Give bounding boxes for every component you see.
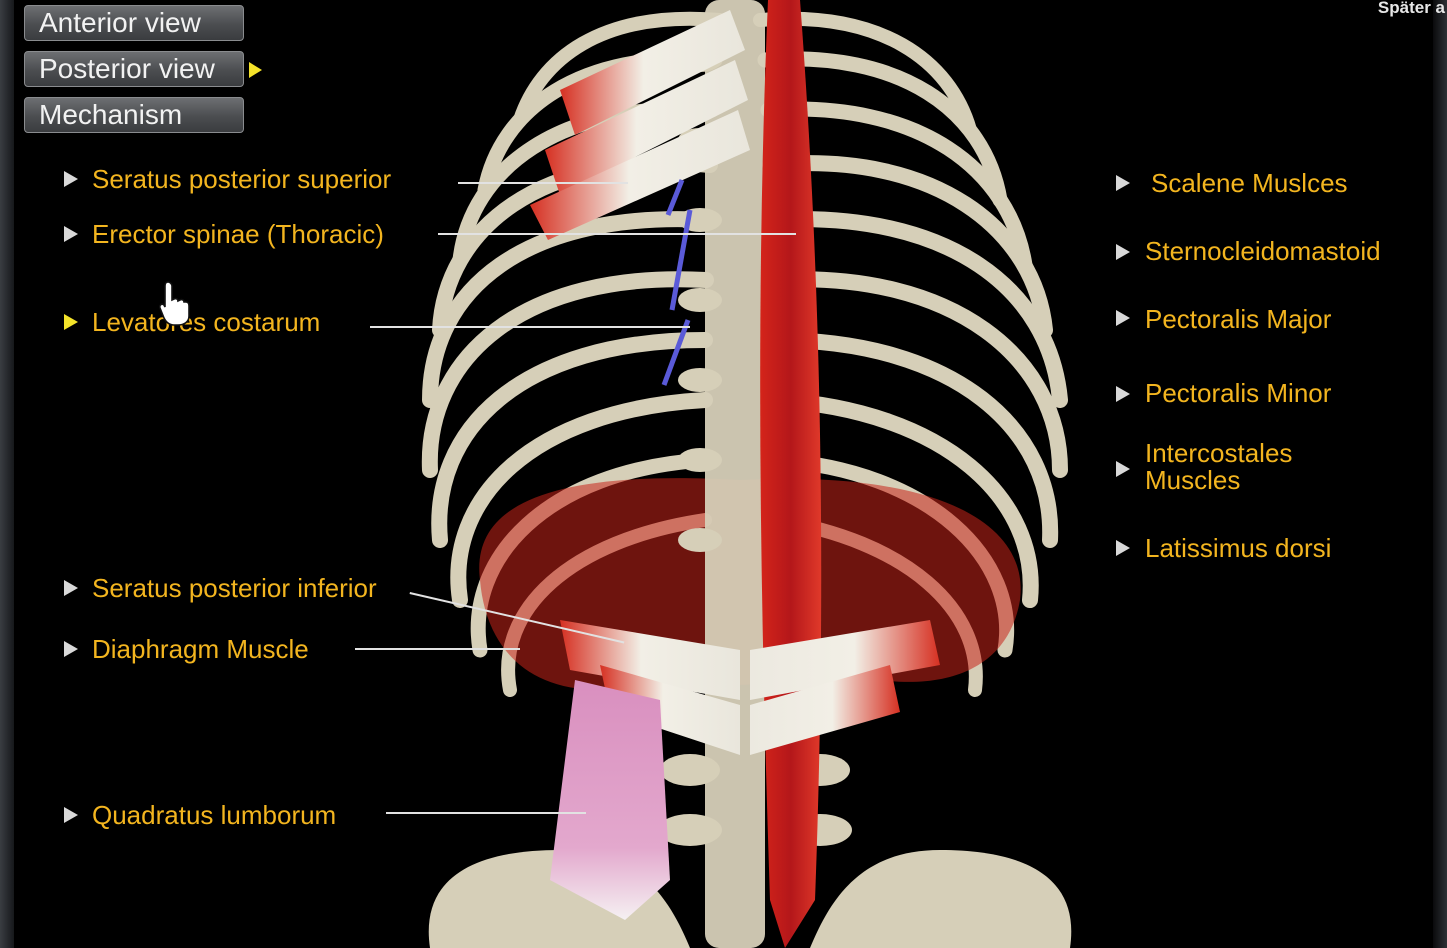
play-marker-icon	[64, 580, 78, 596]
quadratus-lumborum-muscle	[550, 680, 670, 920]
leader-line	[438, 233, 796, 235]
leader-line	[386, 812, 586, 814]
play-marker-icon	[64, 807, 78, 823]
label-levatores-costarum[interactable]: Levatores costarum	[92, 307, 321, 337]
label-intercostales-muscles[interactable]: Intercostales Muscles	[1145, 438, 1293, 495]
active-view-indicator-icon	[249, 62, 262, 78]
anterior-view-button[interactable]: Anterior view	[24, 5, 244, 41]
label-pectoralis-minor[interactable]: Pectoralis Minor	[1145, 378, 1332, 408]
mechanism-button[interactable]: Mechanism	[24, 97, 244, 133]
label-serratus-posterior-superior[interactable]: Seratus posterior superior	[92, 164, 392, 194]
play-marker-icon	[1116, 386, 1130, 402]
play-marker-icon	[1116, 244, 1130, 260]
window-frame-left	[0, 0, 14, 948]
label-serratus-posterior-inferior[interactable]: Seratus posterior inferior	[92, 573, 377, 603]
play-marker-icon	[64, 226, 78, 242]
play-marker-icon	[64, 641, 78, 657]
hand-cursor-icon	[159, 281, 190, 326]
play-marker-icon	[1116, 310, 1130, 326]
label-erector-spinae[interactable]: Erector spinae (Thoracic)	[92, 219, 384, 249]
label-scalene-muscles[interactable]: Scalene Muslces	[1151, 168, 1348, 198]
play-marker-icon	[1116, 540, 1130, 556]
levatores-costarum-muscle	[661, 179, 693, 386]
play-marker-icon	[1116, 461, 1130, 477]
play-marker-icon	[1116, 175, 1130, 191]
label-quadratus-lumborum[interactable]: Quadratus lumborum	[92, 800, 337, 830]
leader-line	[458, 182, 628, 184]
leader-line	[355, 648, 520, 650]
label-diaphragm-muscle[interactable]: Diaphragm Muscle	[92, 634, 309, 664]
window-frame-right	[1433, 0, 1447, 948]
label-sternocleidomastoid[interactable]: Sternocleidomastoid	[1145, 236, 1381, 266]
label-latissimus-dorsi[interactable]: Latissimus dorsi	[1145, 533, 1332, 563]
serratus-posterior-inferior-muscle	[560, 620, 940, 755]
label-pectoralis-major[interactable]: Pectoralis Major	[1145, 304, 1332, 334]
play-marker-active-icon	[64, 314, 78, 330]
posterior-view-button[interactable]: Posterior view	[24, 51, 244, 87]
watch-later-overlay[interactable]: Später a	[1377, 0, 1445, 17]
play-marker-icon	[64, 171, 78, 187]
serratus-posterior-superior-muscle	[530, 10, 750, 240]
leader-line	[370, 326, 690, 328]
erector-spinae-muscle	[760, 0, 822, 948]
